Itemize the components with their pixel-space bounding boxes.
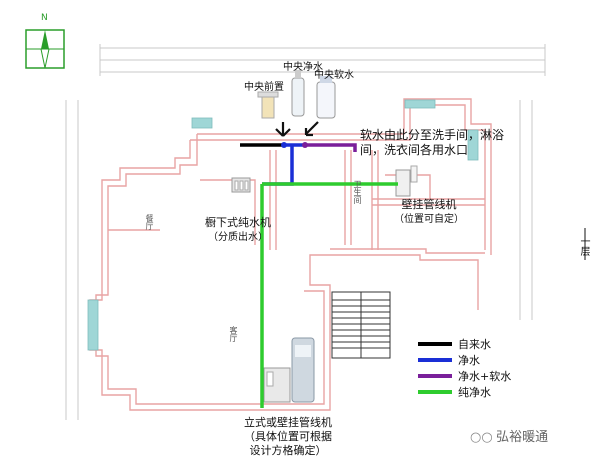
legend-item: 净水+软水 (418, 368, 511, 384)
label-standing-machine: 立式或壁挂管线机 (244, 416, 332, 429)
pre-filter-device-icon (257, 91, 279, 119)
pipe-pure-water (260, 182, 398, 408)
label-soft-water-note: 软水由此分至洗手间，淋浴间，洗衣间各用水口 (360, 128, 505, 157)
label-wall-pipeline-machine: 壁挂管线机 (401, 198, 457, 211)
wall-pipeline-machine-icon (395, 165, 418, 197)
label-central-softener: 中央软水 (314, 70, 354, 81)
label-wall-pipeline-machine-note: （位置可自定） (394, 214, 464, 225)
legend-label: 纯净水 (458, 386, 491, 399)
label-undersink-purifier: 橱下式纯水机 (205, 216, 271, 229)
standing-machine-icon (263, 337, 315, 403)
label-side-letter: 一层 (578, 236, 589, 256)
legend-item: 纯净水 (418, 384, 491, 400)
legend-swatch-purified-soft-water (418, 374, 452, 378)
watermark: ○○ 弘裕暖通 (470, 426, 548, 445)
walls (89, 98, 492, 411)
watermark-text: 弘裕暖通 (496, 430, 549, 445)
legend-label: 自来水 (458, 338, 491, 351)
pipe-purified-water (262, 143, 305, 186)
legend-swatch-purified-water (418, 358, 452, 362)
undersink-purifier-icon (231, 177, 251, 193)
label-central-pre-filter: 中央前置 (244, 82, 284, 93)
room-label-dining: 餐厅 (145, 214, 154, 230)
windows (87, 99, 479, 351)
softener-device-icon (316, 76, 336, 119)
legend-label: 净水+软水 (458, 370, 512, 383)
room-label-living: 客厅 (229, 326, 238, 342)
pipe-junctions (281, 142, 308, 148)
compass-icon: N (25, 13, 65, 69)
svg-text:N: N (41, 13, 48, 23)
legend-item: 自来水 (418, 336, 491, 352)
staircase (331, 291, 391, 359)
pipe-purified-soft-water (305, 143, 357, 152)
label-undersink-purifier-note: （分质出水） (208, 232, 268, 243)
label-central-purifier: 中央净水 (283, 62, 323, 73)
dimension-lines (65, 44, 546, 420)
room-label-bath: 卫生间 (353, 180, 362, 204)
legend-item: 净水 (418, 352, 480, 368)
chat-bubble-icon: ○○ (470, 430, 493, 445)
label-standing-machine-note-1: （具体位置可根据 (244, 430, 332, 443)
label-standing-machine-note-2: 设计方格确定） (249, 444, 327, 457)
legend-label: 净水 (458, 354, 480, 367)
flow-arrows (275, 121, 319, 137)
legend-swatch-pure-water (418, 390, 452, 394)
legend-swatch-tap-water (418, 342, 452, 346)
purifier-device-icon (291, 70, 305, 117)
